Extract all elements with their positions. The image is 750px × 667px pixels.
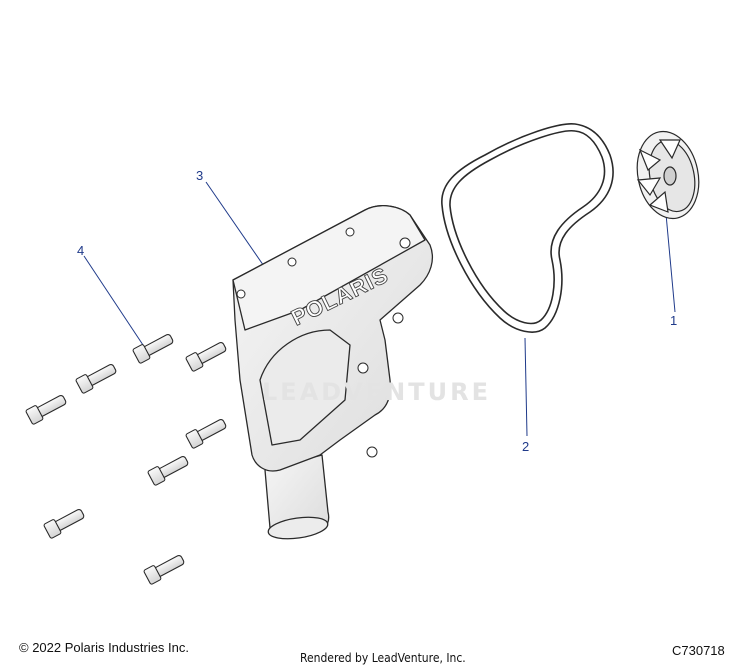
diagram-id: C730718 [672,643,725,658]
callout-3: 3 [196,168,204,183]
pump-cover-part: POLARIS [232,205,434,540]
bolt [185,342,227,372]
leader-lines [83,181,676,437]
callout-2: 2 [522,439,530,454]
bolt [75,364,117,394]
leader-line-2 [524,337,528,437]
bolt [185,419,227,449]
leader-line-4 [83,255,146,349]
impeller-part [636,130,700,220]
bolt [132,334,174,364]
rendered-by-text: Rendered by LeadVenture, Inc. [300,651,466,665]
callout-4: 4 [77,243,85,258]
bolt [143,555,185,585]
watermark-text: LEADVENTURE [262,378,491,406]
gasket-part [441,123,614,333]
leader-line-1 [665,213,676,313]
callout-1: 1 [670,313,678,328]
leader-line-3 [205,181,269,273]
bolt [43,509,85,539]
bolt [25,395,67,425]
copyright-text: © 2022 Polaris Industries Inc. [19,640,189,655]
bolt [147,456,189,486]
bolts-group [25,334,227,585]
